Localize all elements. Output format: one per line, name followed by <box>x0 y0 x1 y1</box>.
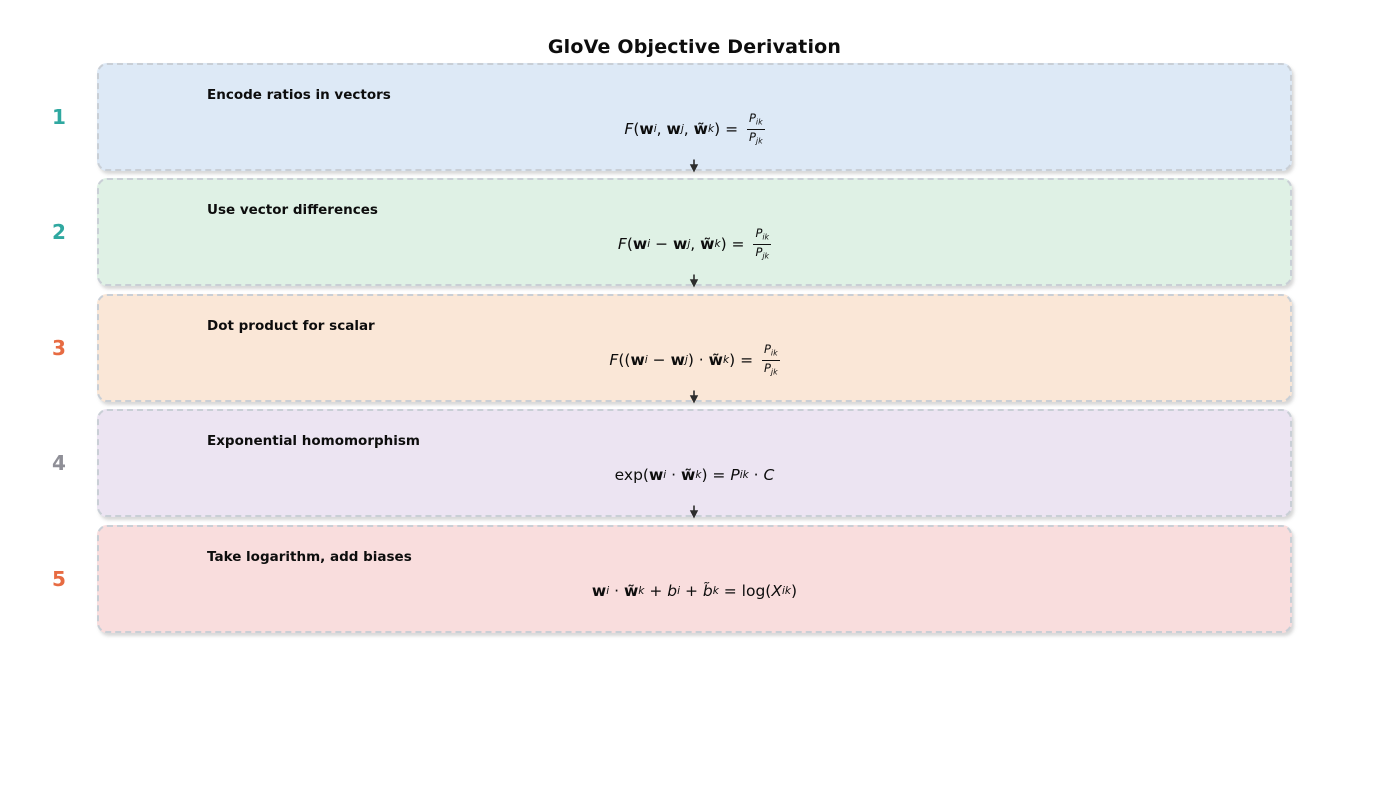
step-title-5: Take logarithm, add biases <box>207 549 412 565</box>
step-number-3: 3 <box>52 336 66 360</box>
step-title-3: Dot product for scalar <box>207 318 375 334</box>
step-title-4: Exponential homomorphism <box>207 433 420 449</box>
step-number-1: 1 <box>52 105 66 129</box>
step-title-1: Encode ratios in vectors <box>207 87 391 103</box>
down-arrow-icon <box>689 505 699 519</box>
down-arrow-icon <box>689 390 699 404</box>
down-arrow-icon <box>689 159 699 173</box>
step-number-4: 4 <box>52 451 66 475</box>
diagram-title: GloVe Objective Derivation <box>547 36 842 58</box>
step-title-2: Use vector differences <box>207 202 378 218</box>
step-number-5: 5 <box>52 567 66 591</box>
down-arrow-icon <box>689 274 699 288</box>
step-number-2: 2 <box>52 220 66 244</box>
